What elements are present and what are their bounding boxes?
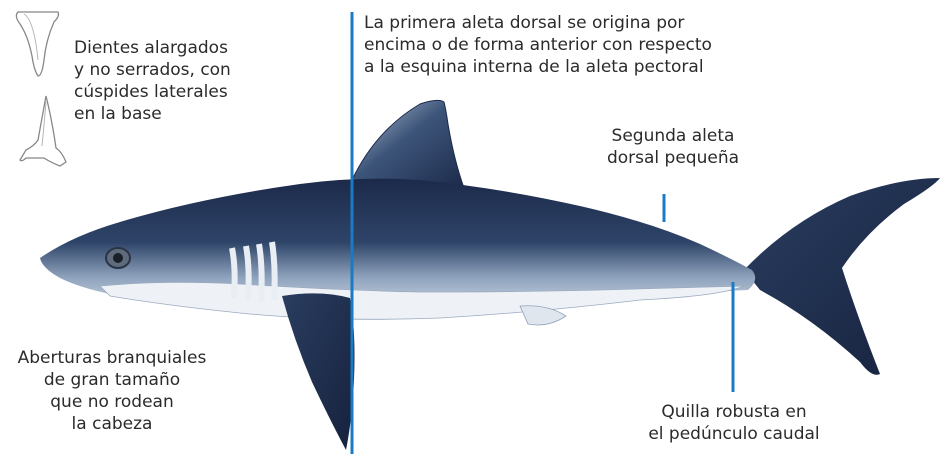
teeth-line: y no serrados, con (74, 60, 231, 80)
keel-annotation: Quilla robusta en el pedúnculo caudal (636, 401, 832, 445)
first-dorsal-annotation: La primera aleta dorsal se origina por e… (364, 12, 712, 78)
teeth-line: Dientes alargados (74, 38, 228, 58)
gill-line: que no rodean (50, 392, 174, 412)
caudal-fin (744, 178, 940, 375)
first-dorsal-line: encima o de forma anterior con respecto (364, 35, 712, 55)
gill-line: la cabeza (71, 414, 153, 434)
teeth-line: en la base (74, 104, 162, 124)
second-dorsal-line: Segunda aleta (611, 126, 735, 146)
teeth-annotation: Dientes alargados y no serrados, con cús… (74, 37, 231, 125)
first-dorsal-fin (351, 99, 465, 189)
gill-slits (229, 241, 278, 303)
keel-line: Quilla robusta en (661, 402, 807, 422)
keel-line: el pedúnculo caudal (648, 424, 820, 444)
gill-annotation: Aberturas branquiales de gran tamaño que… (4, 347, 220, 435)
first-dorsal-line: La primera aleta dorsal se origina por (364, 13, 685, 33)
pectoral-fin (282, 293, 355, 450)
gill-line: Aberturas branquiales (17, 348, 207, 368)
eye-icon (105, 247, 131, 269)
lower-tooth-icon (19, 95, 67, 167)
teeth-line: cúspides laterales (74, 82, 228, 102)
gill-line: de gran tamaño (43, 370, 181, 390)
pelvic-fin (519, 305, 567, 326)
first-dorsal-line: a la esquina interna de la aleta pectora… (364, 57, 704, 77)
upper-tooth-icon (15, 11, 60, 77)
second-dorsal-line: dorsal pequeña (606, 148, 740, 168)
second-dorsal-annotation: Segunda aleta dorsal pequeña (598, 125, 748, 169)
